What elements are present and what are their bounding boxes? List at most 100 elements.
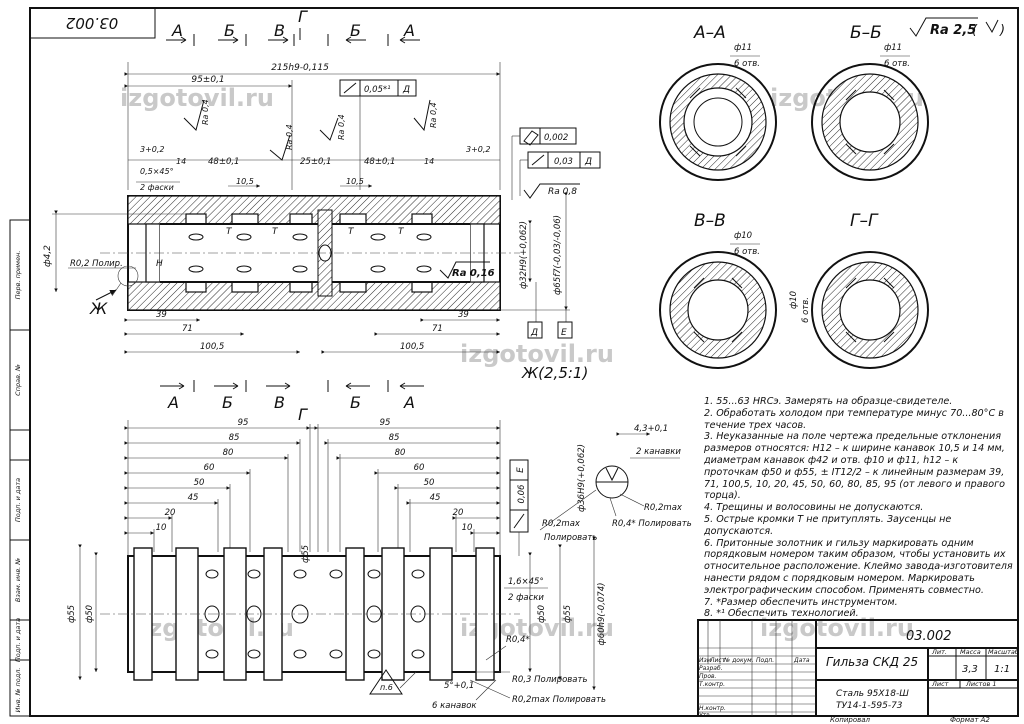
dim-3-left: 3+0,2: [140, 145, 165, 154]
outer-holes: [204, 569, 426, 659]
section-title: В–В: [694, 211, 726, 231]
tol-frame-2: 0,002: [544, 133, 568, 143]
dim-14-right: 14: [424, 157, 434, 166]
section-mark: Б: [350, 393, 361, 412]
detail-pol: Полировать: [544, 533, 597, 543]
section-mark: А: [403, 21, 415, 40]
col-doc: № докум.: [723, 657, 754, 664]
title-standard: ТУ14-1-595-73: [836, 701, 903, 711]
dim-label: 60: [204, 463, 215, 473]
section-dim: ф10: [734, 231, 752, 241]
note-item: 3. Неуказанные на поле чертежа предельны…: [704, 431, 1006, 502]
col-sign: Подп.: [756, 657, 774, 664]
dia-50-right: ф50: [537, 605, 547, 623]
note-triangle: [369, 669, 403, 695]
col-izm: Изм: [699, 657, 712, 664]
ra04-b: Ra 0,4: [285, 124, 294, 150]
side-label: Перв. примен.: [14, 251, 22, 300]
dim-label: 80: [223, 448, 234, 458]
title-lit: Лит.: [931, 648, 947, 656]
top-section-view: А Б В Г Б А 215h9-0,115 95±0,1 Ra 0,4 Ra…: [43, 7, 601, 424]
title-scale: 1:1: [994, 664, 1010, 675]
section-vv: В–В ф10 6 отв.: [659, 211, 777, 369]
roughness-paren: (: [972, 23, 978, 38]
dia-55-right: ф55: [563, 605, 573, 623]
section-markers-top: А Б В Г Б А: [166, 7, 420, 46]
dia-50-left: ф50: [85, 605, 95, 623]
dim-label: 95: [238, 418, 249, 428]
dim-label: 80: [395, 448, 406, 458]
title-name: Гильза СКД 25: [826, 655, 918, 669]
lower-wall: [127, 281, 501, 311]
technical-requirements: 1. 55...63 HRCэ. Замерять на образце-сви…: [704, 396, 1014, 620]
dim-label: 20: [165, 508, 176, 518]
section-dim: ф11: [734, 43, 752, 53]
dim-overall: 215h9-0,115: [271, 63, 329, 73]
dim-95: 95±0,1: [191, 75, 224, 85]
tol-frame-1-base: Д: [402, 85, 410, 95]
tol-006: 0,06: [517, 484, 527, 504]
letter-t: Т: [226, 227, 233, 237]
section-mark: А: [403, 393, 415, 412]
detail-r02max: R0,2max: [644, 503, 683, 513]
dim-label: 85: [389, 433, 400, 443]
title-copied: Копировал: [830, 716, 871, 724]
dim-label: 20: [453, 508, 464, 518]
side-label: Справ. №: [14, 364, 22, 396]
title-block: Изм Лист № докум. Подп. Дата Разраб. Про…: [697, 619, 1019, 724]
section-title: Г–Г: [850, 211, 879, 231]
section-holes: 6 отв.: [884, 59, 910, 69]
dim-label: 60: [414, 463, 425, 473]
dia-55-left: ф55: [67, 605, 77, 623]
section-mark: А: [171, 21, 183, 40]
tol-006-base: Е: [516, 467, 526, 473]
side-label: Инв. № подл.: [14, 668, 22, 713]
dia-60: ф60h9(-0,074): [597, 583, 607, 646]
section-mark: Г: [298, 405, 308, 424]
title-sheet-h: Лист: [931, 680, 949, 688]
dim-label: 10: [462, 523, 473, 533]
dim-label: 50: [424, 478, 435, 488]
section-mark: Г: [298, 7, 308, 26]
chamfer: 0,5×45°: [140, 167, 174, 176]
section-mark: В: [274, 21, 285, 40]
watermark: izgotovil.ru: [760, 614, 914, 642]
angle-bottom: 5°+0,1: [444, 681, 474, 691]
detail-dia-36: ф36H9(+0,062): [577, 444, 587, 512]
dim-10-5-left: 10,5: [236, 177, 254, 186]
dim-100-right: 100,5: [400, 342, 424, 352]
tol-frame-3: 0,03: [554, 157, 573, 167]
note-item: 7. *Размер обеспечить инструментом.: [704, 596, 898, 608]
view-zh: Ж: [89, 299, 108, 318]
chamfer-count: 2 фаски: [140, 183, 174, 192]
section-mark: В: [274, 393, 285, 412]
row-nkontr: Н.контр.: [699, 705, 726, 712]
title-mass-h: Масса: [960, 648, 981, 656]
row-prov: Пров.: [699, 673, 717, 680]
chamfer-bottom: 1,6×45°: [508, 577, 544, 587]
section-title: А–А: [693, 23, 726, 43]
side-label: Подп. и дата: [14, 618, 22, 662]
row-razrab: Разраб.: [699, 665, 723, 672]
note-item: 4. Трещины и волосовины не допускаются.: [704, 502, 924, 514]
detail-r04: R0,4* Полировать: [612, 519, 692, 529]
collars: [133, 547, 495, 681]
view-zh-scale: Ж(2,5:1): [521, 364, 588, 382]
dia-65: ф65f7(-0,03/-0,06): [553, 215, 563, 295]
dim-label: 50: [194, 478, 205, 488]
title-mass: 3,3: [962, 664, 978, 675]
dim-25: 25±0,1: [300, 157, 331, 167]
dim-label: 10: [156, 523, 167, 533]
dim-label: 85: [229, 433, 240, 443]
section-holes: 6 отв.: [734, 247, 760, 257]
chamfer-bottom-count: 2 фаски: [508, 593, 544, 603]
dim-label: 45: [430, 493, 441, 503]
tol-frame-3-base: Д: [584, 157, 592, 167]
dim-10-5-right: 10,5: [346, 177, 364, 186]
section-dim: ф10: [789, 291, 799, 309]
watermark: izgotovil.ru: [460, 340, 614, 368]
dim-39-left: 39: [156, 310, 167, 320]
detail-dim-43: 4,3+0,1: [634, 424, 668, 434]
